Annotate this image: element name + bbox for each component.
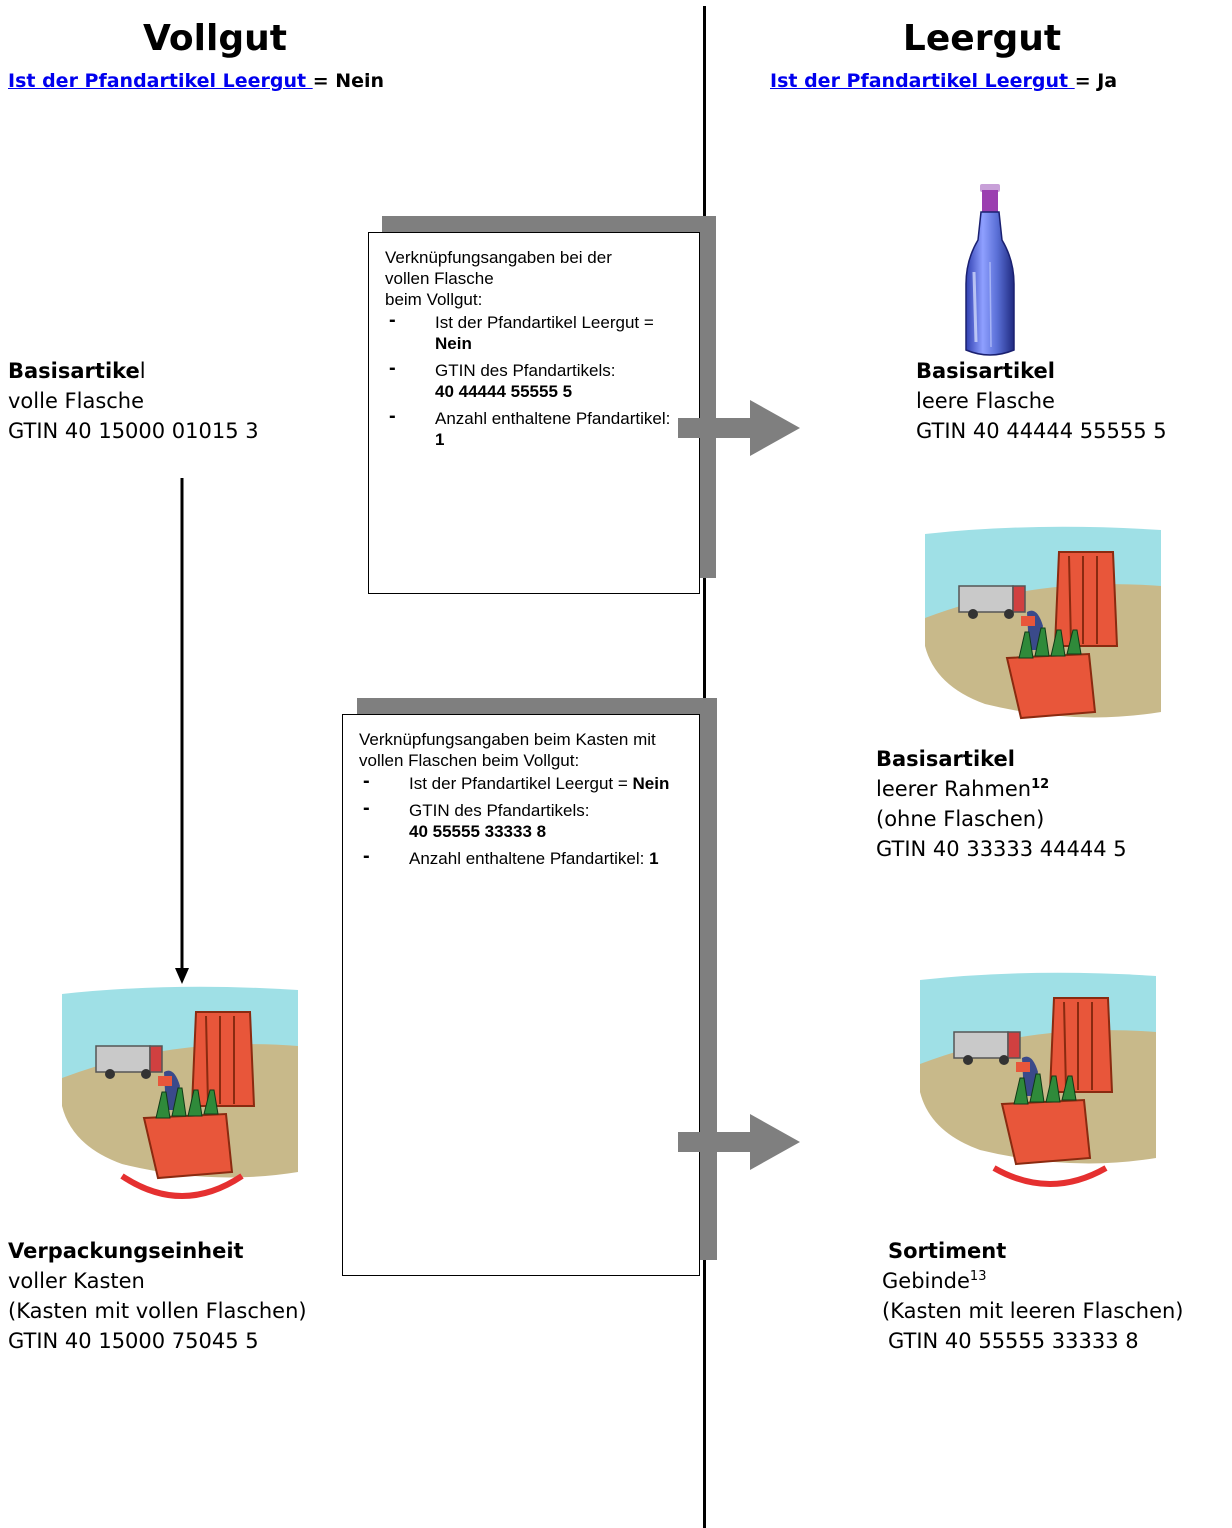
label-empty-bottle: Basisartikel leere Flasche GTIN 40 44444…: [916, 359, 1167, 443]
box2-intro: Verknüpfungsangaben beim Kasten mit voll…: [359, 730, 656, 770]
label-assortment: Sortiment Gebinde13 (Kasten mit leeren F…: [882, 1239, 1184, 1353]
box2-item-count: -Anzahl enthaltene Pfandartikel: 1: [363, 845, 659, 869]
label-full-bottle: Basisartikel volle Flasche GTIN 40 15000…: [8, 359, 259, 443]
box1-intro-1: Verknüpfungsangaben bei der: [385, 248, 612, 267]
label-packaging-unit: Verpackungseinheit voller Kasten (Kasten…: [8, 1239, 307, 1353]
bottle-icon: [965, 184, 1015, 356]
box2-item-gtin: -GTIN des Pfandartikels:40 55555 33333 8: [363, 797, 590, 842]
link-info-box-bottle: Verknüpfungsangaben bei der vollen Flasc…: [368, 232, 700, 594]
leergut-question-link[interactable]: Ist der Pfandartikel Leergut: [770, 70, 1075, 92]
full-crate-illustration: [62, 986, 298, 1199]
leergut-title: Leergut: [902, 18, 1062, 59]
box1-item-count: -Anzahl enthaltene Pfandartikel: 1: [389, 405, 671, 450]
box1-item-gtin: -GTIN des Pfandartikels:40 44444 55555 5: [389, 357, 616, 402]
box1-intro-3: beim Vollgut:: [385, 290, 483, 309]
box2-item-leergut: -Ist der Pfandartikel Leergut = Nein: [363, 770, 670, 794]
leergut-question: Ist der Pfandartikel Leergut = Ja: [770, 70, 1117, 92]
vollgut-answer: = Nein: [312, 70, 385, 92]
box1-item-leergut: -Ist der Pfandartikel Leergut = Nein: [389, 309, 654, 354]
empty-crate-illustration: [920, 972, 1156, 1187]
arrow-down: [175, 478, 189, 984]
arrow-crate: [678, 1114, 800, 1170]
label-empty-frame: Basisartikel leerer Rahmen12 (ohne Flasc…: [876, 747, 1127, 861]
vollgut-question: Ist der Pfandartikel Leergut = Nein: [8, 70, 384, 92]
crate-delivery-illustration: [925, 526, 1161, 720]
leergut-answer: = Ja: [1074, 70, 1118, 92]
arrow-bottle: [678, 400, 800, 456]
link-info-box-crate: Verknüpfungsangaben beim Kasten mit voll…: [342, 714, 700, 1276]
vollgut-question-link[interactable]: Ist der Pfandartikel Leergut: [8, 70, 313, 92]
vollgut-title: Vollgut: [143, 18, 287, 59]
box1-intro-2: vollen Flasche: [385, 269, 494, 288]
